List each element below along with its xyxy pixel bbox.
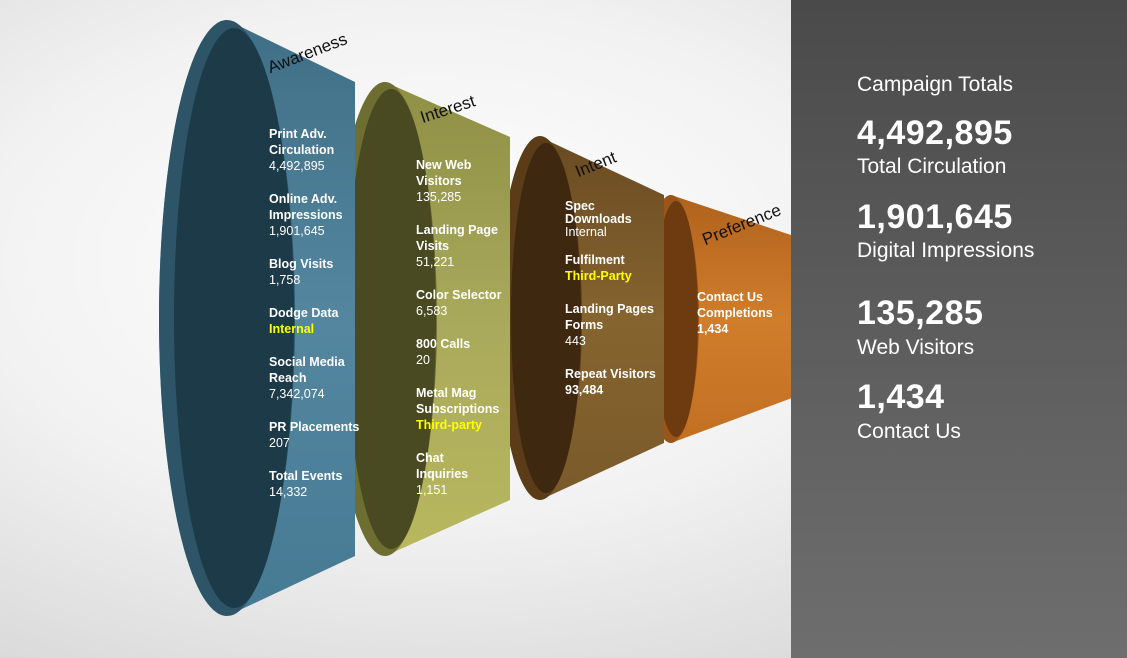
item-value: Third-Party <box>565 269 632 283</box>
list-item: Landing Pages Forms 443 <box>565 301 665 349</box>
list-item: Blog Visits 1,758 <box>269 256 379 288</box>
list-item: PR Placements 207 <box>269 419 379 451</box>
item-value: 20 <box>416 353 430 367</box>
item-value: 7,342,074 <box>269 387 325 401</box>
item-value: 1,758 <box>269 273 301 287</box>
item-value: 207 <box>269 436 290 450</box>
item-name: Print Adv. Circulation <box>269 127 335 157</box>
contact-us-label: Contact Us <box>857 420 961 443</box>
web-visitors-value: 135,285 <box>857 294 984 332</box>
list-item: Print Adv. Circulation 4,492,895 <box>269 126 379 174</box>
list-item: 800 Calls 20 <box>416 336 516 368</box>
preference-items: Contact Us Completions 1,434 <box>697 289 787 354</box>
item-name: Fulfilment <box>565 253 625 267</box>
total-circulation-value: 4,492,895 <box>857 114 1013 152</box>
list-item: Spec Downloads Internal <box>565 200 665 239</box>
digital-impressions-value: 1,901,645 <box>857 198 1013 236</box>
item-value: 93,484 <box>565 383 604 397</box>
item-name: New Web Visitors <box>416 158 472 188</box>
item-name: Color Selector <box>416 288 502 302</box>
item-name: Metal Mag Subscriptions <box>416 386 500 416</box>
total-circulation-label: Total Circulation <box>857 155 1007 178</box>
item-value: 4,492,895 <box>269 159 325 173</box>
item-name: 800 Calls <box>416 337 471 351</box>
item-name: Chat Inquiries <box>416 451 469 481</box>
list-item: Online Adv. Impressions 1,901,645 <box>269 191 379 239</box>
item-name: Social Media Reach <box>269 355 345 385</box>
intent-items: Spec Downloads Internal Fulfilment Third… <box>565 200 665 415</box>
item-value: 51,221 <box>416 255 455 269</box>
list-item: Repeat Visitors 93,484 <box>565 366 665 398</box>
item-name: Dodge Data <box>269 306 339 320</box>
awareness-items: Print Adv. Circulation 4,492,895 Online … <box>269 126 379 517</box>
campaign-totals-title: Campaign Totals <box>857 73 1014 96</box>
item-value: 1,151 <box>416 483 448 497</box>
web-visitors-label: Web Visitors <box>857 336 975 359</box>
item-name: Blog Visits <box>269 257 334 271</box>
item-name: PR Placements <box>269 420 360 434</box>
list-item: Contact Us Completions 1,434 <box>697 289 787 337</box>
item-value: Third-party <box>416 418 482 432</box>
contact-us-value: 1,434 <box>857 378 945 416</box>
item-value: 14,332 <box>269 485 308 499</box>
item-name: Contact Us Completions <box>697 290 773 320</box>
item-name: Spec Downloads <box>565 199 632 226</box>
campaign-totals-panel <box>791 0 1127 658</box>
stage-awareness-segment <box>159 20 355 616</box>
item-value: Internal <box>565 225 607 239</box>
stage-intent-segment <box>498 136 664 500</box>
item-value: 1,434 <box>697 322 729 336</box>
list-item: Metal Mag Subscriptions Third-party <box>416 385 516 433</box>
list-item: Fulfilment Third-Party <box>565 252 665 284</box>
list-item: Chat Inquiries 1,151 <box>416 450 516 498</box>
item-name: Repeat Visitors <box>565 367 656 381</box>
item-name: Landing Page Visits <box>416 223 498 253</box>
item-value: Internal <box>269 322 315 336</box>
item-name: Online Adv. Impressions <box>269 192 343 222</box>
digital-impressions-label: Digital Impressions <box>857 239 1035 262</box>
list-item: Landing Page Visits 51,221 <box>416 222 516 270</box>
list-item: Total Events 14,332 <box>269 468 379 500</box>
item-value: 1,901,645 <box>269 224 325 238</box>
list-item: New Web Visitors 135,285 <box>416 157 516 205</box>
item-value: 6,583 <box>416 304 448 318</box>
list-item: Social Media Reach 7,342,074 <box>269 354 379 402</box>
stage-interest-segment <box>333 82 510 556</box>
list-item: Dodge Data Internal <box>269 305 379 337</box>
item-name: Landing Pages Forms <box>565 302 654 332</box>
list-item: Color Selector 6,583 <box>416 287 516 319</box>
interest-items: New Web Visitors 135,285 Landing Page Vi… <box>416 157 516 515</box>
item-value: 135,285 <box>416 190 462 204</box>
item-value: 443 <box>565 334 586 348</box>
item-name: Total Events <box>269 469 343 483</box>
